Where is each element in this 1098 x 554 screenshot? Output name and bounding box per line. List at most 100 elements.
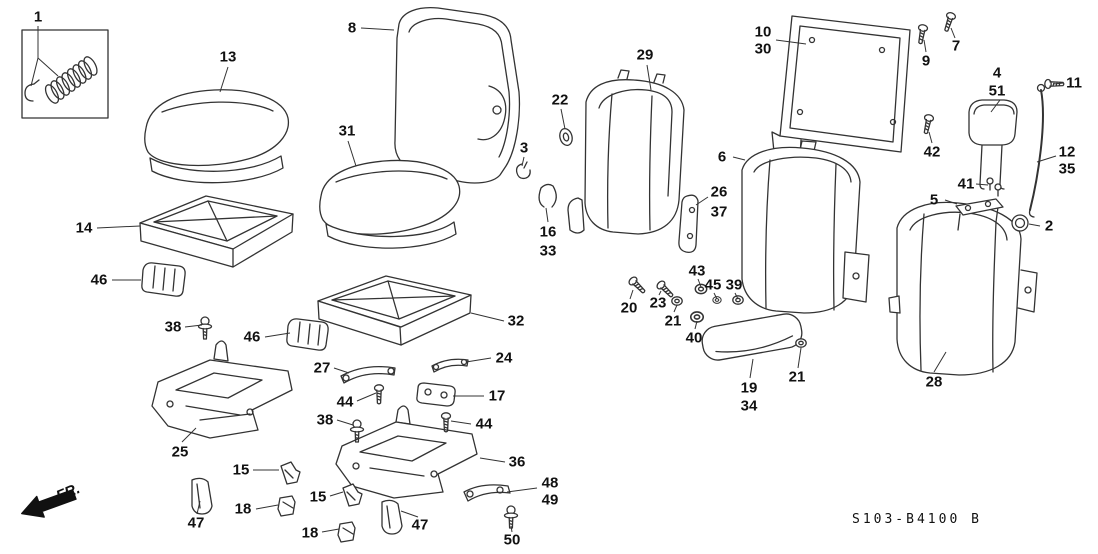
leader-line	[30, 57, 39, 87]
leader-line	[933, 351, 947, 373]
leader-line	[360, 27, 395, 31]
part-seat-cushion-frame-32	[317, 275, 472, 346]
callout-38: 38	[164, 318, 182, 336]
callout-46: 46	[243, 328, 261, 346]
callout-46: 46	[90, 271, 108, 289]
leader-line	[470, 312, 505, 322]
leader-line	[749, 358, 754, 379]
callout-51: 51	[988, 82, 1006, 100]
callout-16: 16	[539, 223, 557, 241]
part-seatback-6	[741, 140, 870, 314]
part-clip-18-left	[277, 495, 296, 517]
leader-line	[950, 27, 956, 39]
callout-4: 4	[992, 64, 1002, 82]
part-seat-cushion-13	[144, 89, 290, 184]
leader-line	[506, 487, 538, 493]
part-seat-cushion-31	[319, 159, 461, 249]
leader-line	[356, 392, 377, 402]
callout-7: 7	[951, 37, 961, 55]
callout-44: 44	[336, 393, 354, 411]
part-plate-17	[416, 382, 456, 407]
callout-45: 45	[704, 276, 722, 294]
part-spring-inset	[21, 29, 109, 119]
callout-8: 8	[347, 19, 357, 37]
callout-40: 40	[685, 329, 703, 347]
callout-22: 22	[551, 91, 569, 109]
callout-17: 17	[488, 387, 506, 405]
part-hinge-bracket-5	[955, 198, 1004, 231]
callout-1: 1	[33, 8, 43, 26]
leader-line	[734, 292, 739, 300]
callout-18: 18	[301, 524, 319, 542]
leader-line	[545, 207, 549, 223]
callout-36: 36	[508, 453, 526, 471]
leader-line	[336, 419, 354, 426]
callout-48: 48	[541, 474, 559, 492]
callout-35: 35	[1058, 160, 1076, 178]
leader-line	[646, 64, 652, 91]
callout-3: 3	[519, 139, 529, 157]
callout-26: 26	[710, 183, 728, 201]
leader-line	[400, 510, 419, 518]
callout-31: 31	[338, 122, 356, 140]
leader-line	[923, 39, 927, 53]
callout-13: 13	[219, 48, 237, 66]
callout-49: 49	[541, 491, 559, 509]
part-clip-15-left	[280, 461, 301, 485]
leader-line	[465, 357, 492, 363]
callout-50: 50	[503, 531, 521, 549]
callout-2: 2	[1044, 217, 1054, 235]
part-armrest-19-34	[701, 313, 803, 361]
part-base-frame-36	[335, 405, 478, 499]
part-clip-18-right	[337, 521, 356, 543]
callout-11: 11	[1066, 74, 1082, 92]
leader-line	[255, 504, 279, 510]
callout-9: 9	[921, 52, 931, 70]
callout-38: 38	[316, 411, 334, 429]
leader-line	[694, 320, 698, 330]
part-bracket-46-right	[286, 318, 329, 351]
callout-20: 20	[620, 299, 638, 317]
leader-line	[658, 290, 662, 296]
callout-5: 5	[929, 191, 939, 209]
part-seatback-28	[888, 201, 1038, 376]
part-hook-16-33	[538, 183, 557, 208]
part-guide-rod-12-35	[1028, 83, 1046, 218]
leader-line	[713, 292, 718, 300]
leader-line	[347, 140, 357, 167]
leader-line	[521, 156, 525, 167]
part-strap-27	[340, 365, 396, 384]
callout-18: 18	[234, 500, 252, 518]
leader-line	[96, 225, 141, 229]
callout-19: 19	[740, 379, 758, 397]
callout-28: 28	[925, 373, 943, 391]
part-headrest-4-51	[968, 99, 1018, 190]
callout-21: 21	[664, 312, 682, 330]
part-bracket-48-49	[463, 484, 511, 502]
leader-line	[732, 156, 746, 161]
leader-line	[629, 289, 634, 300]
leader-line	[479, 457, 506, 463]
leader-line	[673, 304, 678, 313]
part-seatback-29	[567, 69, 685, 235]
callout-32: 32	[507, 312, 525, 330]
leader-line	[321, 528, 340, 533]
leader-line	[196, 500, 201, 515]
leader-line	[184, 324, 203, 328]
leader-line	[37, 57, 59, 77]
callout-47: 47	[411, 516, 429, 534]
part-screws-41	[986, 177, 1002, 197]
callout-6: 6	[717, 148, 727, 166]
callout-10: 10	[754, 23, 772, 41]
callout-44: 44	[475, 415, 493, 433]
part-seat-cushion-frame-14	[139, 195, 294, 268]
leader-line	[510, 525, 513, 533]
diagram-code: S103-B4100 B	[852, 512, 982, 527]
leader-line	[450, 420, 472, 425]
callout-15: 15	[232, 461, 250, 479]
part-bracket-46-left	[141, 262, 186, 297]
